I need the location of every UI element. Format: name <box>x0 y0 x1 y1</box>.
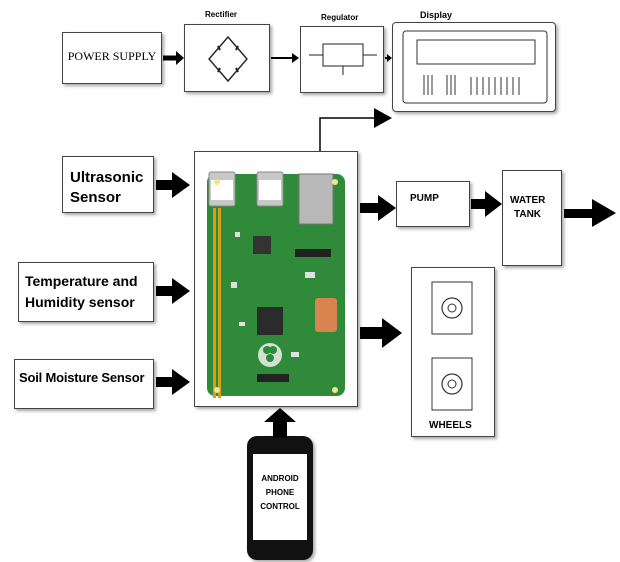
arrow-tank-out <box>564 199 616 227</box>
wheels-label: WHEELS <box>429 420 472 431</box>
android-label-line2: PHONE <box>265 488 295 497</box>
ultrasonic-label-line2: Sensor <box>70 189 121 206</box>
regulator-block <box>300 26 384 93</box>
power-supply-block: POWER SUPPLY <box>62 32 162 84</box>
android-label-line1: ANDROID <box>261 474 299 483</box>
phone-screen <box>253 454 307 540</box>
pump-block: PUMP <box>396 181 470 227</box>
wheels-block: WHEELS <box>411 267 495 437</box>
arrow-controller-to-wheels <box>360 318 402 348</box>
soil-moisture-label: Soil Moisture Sensor <box>19 370 145 385</box>
water-tank-label-line1: WATER <box>510 195 546 206</box>
regulator-label: Regulator <box>321 13 359 22</box>
android-label-line3: CONTROL <box>260 502 300 511</box>
soil-moisture-block: Soil Moisture Sensor <box>14 359 154 409</box>
display-block <box>392 22 556 112</box>
regulator-icon <box>309 43 377 75</box>
rectifier-block <box>184 24 270 92</box>
arrow-temperature-to-controller <box>156 278 190 304</box>
bridge-rectifier-icon <box>208 35 248 83</box>
temperature-label-line1: Temperature and <box>25 273 138 289</box>
raspberry-pi-board <box>207 171 345 398</box>
wheel-icon <box>431 281 473 411</box>
power-supply-label: POWER SUPPLY <box>67 49 157 63</box>
display-label: Display <box>420 10 453 20</box>
controller-frame <box>194 151 358 407</box>
temperature-label-line2: Humidity sensor <box>25 294 135 310</box>
pump-label: PUMP <box>410 193 439 204</box>
arrow-controller-to-pump <box>360 195 396 221</box>
water-tank-block: WATER TANK <box>502 170 562 266</box>
water-tank-label-line2: TANK <box>514 209 542 220</box>
arrow-power-to-rectifier <box>163 51 184 65</box>
lcd-display-icon <box>402 30 548 104</box>
arrow-rectifier-to-regulator <box>271 53 299 63</box>
arrow-controller-to-display <box>319 108 392 151</box>
ultrasonic-label-line1: Ultrasonic <box>70 169 144 186</box>
ultrasonic-sensor-block: Ultrasonic Sensor <box>62 156 154 213</box>
arrow-ultrasonic-to-controller <box>156 172 190 198</box>
android-phone-block: ANDROID PHONE CONTROL <box>247 436 313 560</box>
arrow-regulator-to-display <box>385 54 392 62</box>
rectifier-label: Rectifier <box>205 10 238 19</box>
arrow-pump-to-tank <box>471 191 502 217</box>
arrow-soil-to-controller <box>156 369 190 395</box>
temperature-humidity-block: Temperature and Humidity sensor <box>18 262 154 322</box>
arrow-phone-to-controller <box>264 408 296 438</box>
